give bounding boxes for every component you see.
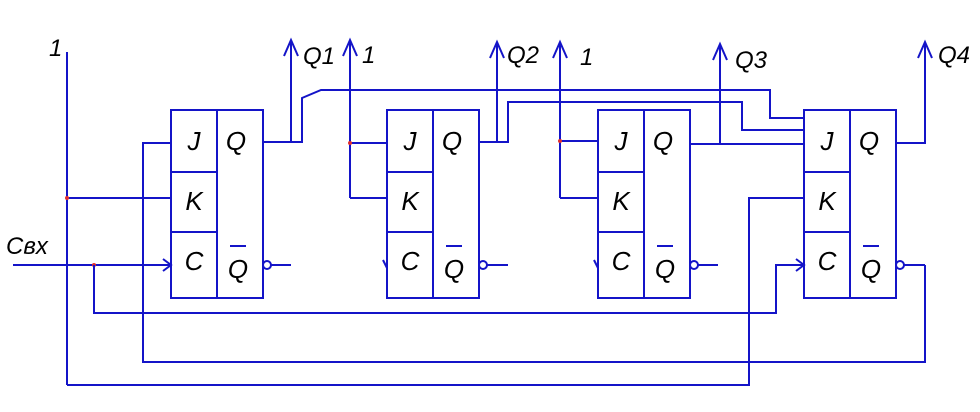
- clock-input-label: Cвх: [6, 233, 49, 260]
- output-q1-label: Q1: [303, 43, 335, 70]
- q2-wire: [479, 101, 804, 143]
- flipflop-1-c-label: C: [185, 246, 204, 276]
- logic-one-input-1: 1: [49, 35, 171, 385]
- flipflop-4-q-label: Q: [859, 126, 879, 156]
- arrow-head-icon: [283, 37, 299, 57]
- output-q3-label: Q3: [735, 47, 768, 74]
- output-q2-label: Q2: [507, 42, 539, 69]
- flipflop-4-c-label: C: [818, 246, 837, 276]
- arrow-head-icon: [712, 41, 728, 61]
- logic-one-label-1: 1: [49, 35, 62, 62]
- flipflop-3-qbar-label: Q: [655, 254, 675, 284]
- flipflop-2-inversion-bubble: [478, 260, 488, 270]
- flipflop-3: J K C Q Q: [597, 109, 718, 299]
- arrow-head-icon: [917, 39, 933, 59]
- output-q4: Q4: [896, 39, 970, 144]
- ff2-clock-tick: [382, 259, 388, 269]
- junction-dot: [348, 141, 352, 145]
- flipflop-2-c-label: C: [401, 246, 420, 276]
- output-q4-label: Q4: [938, 42, 970, 69]
- flipflop-4-inversion-bubble: [895, 260, 905, 270]
- ff4-qbar-to-ff1-j-feedback-wire: [142, 142, 926, 363]
- flipflop-3-inversion-bubble: [689, 260, 699, 270]
- flipflop-4-qbar-label: Q: [861, 254, 881, 284]
- flipflop-1-q-label: Q: [226, 126, 246, 156]
- flipflop-1-qbar-label: Q: [228, 254, 248, 284]
- output-q2: Q2: [479, 39, 804, 143]
- flipflop-2-k-label: K: [401, 186, 420, 216]
- junction-dot: [558, 139, 562, 143]
- arrow-head-icon: [342, 37, 358, 57]
- flipflop-3-c-label: C: [612, 246, 631, 276]
- flipflop-2: J K C Q Q: [386, 109, 508, 299]
- flipflop-1: J K C Q Q: [170, 109, 291, 299]
- flipflop-3-j-label: J: [614, 126, 629, 156]
- logic-one-input-2: 1: [342, 37, 387, 199]
- q4-wire: [896, 42, 926, 144]
- flipflop-4-j-label: J: [820, 126, 835, 156]
- flipflop-2-j-label: J: [403, 126, 418, 156]
- q1-wire: [263, 89, 804, 143]
- flipflop-2-qbar-label: Q: [444, 254, 464, 284]
- arrow-head-icon: [489, 39, 505, 59]
- ff3-clock-tick: [593, 259, 599, 269]
- clock-input: Cвх: [6, 233, 806, 314]
- logic-one-label-3: 1: [580, 44, 593, 71]
- flipflop-3-k-label: K: [612, 186, 631, 216]
- junction-dot: [65, 196, 69, 200]
- flipflop-1-k-label: K: [185, 186, 204, 216]
- flipflop-3-q-label: Q: [653, 126, 673, 156]
- output-q3: Q3: [690, 41, 804, 145]
- flipflop-4: J K C Q Q: [803, 109, 925, 299]
- ff4-clock-arrow-icon: [795, 258, 806, 272]
- ff4-clock-wire: [93, 264, 804, 314]
- flipflop-2-q-label: Q: [442, 126, 462, 156]
- flipflop-1-j-label: J: [187, 126, 202, 156]
- output-q1: Q1: [263, 37, 804, 143]
- logic-one-input-3: 1: [552, 39, 598, 199]
- logic-one-label-2: 1: [362, 42, 375, 69]
- flipflop-4-k-label: K: [818, 186, 837, 216]
- logic-one-to-ff4-k-wire: [67, 197, 804, 386]
- clock-arrow-icon: [162, 258, 173, 272]
- arrow-head-icon: [552, 39, 568, 59]
- flipflop-1-inversion-bubble: [262, 260, 272, 270]
